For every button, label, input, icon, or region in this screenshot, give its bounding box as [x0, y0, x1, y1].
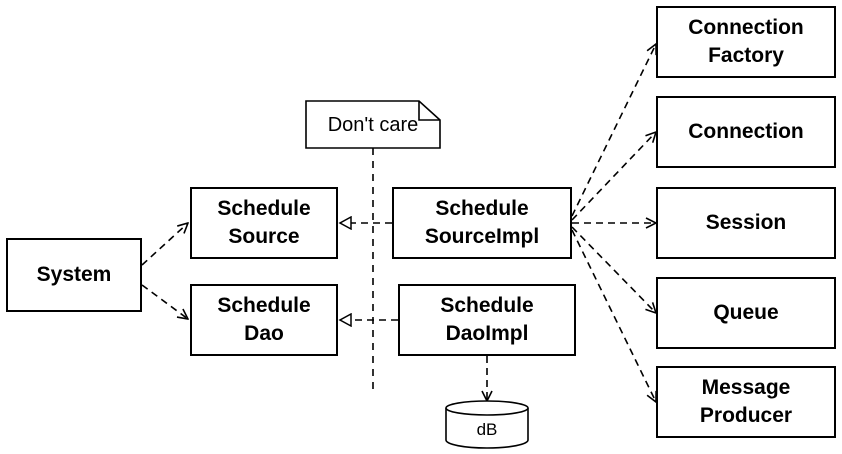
system-to-schedule-dao-arrow — [141, 284, 188, 319]
schedule-source-box: Schedule Source — [190, 187, 338, 259]
schedule-source-impl-box: Schedule SourceImpl — [392, 187, 572, 259]
source-impl-to-connection-arrow — [571, 132, 656, 221]
session-label: Session — [705, 211, 787, 234]
schedule-source-impl-label: Schedule SourceImpl — [424, 197, 540, 248]
schedule-dao-box: Schedule Dao — [190, 284, 338, 356]
system-label: System — [36, 263, 112, 286]
queue-label: Queue — [713, 301, 779, 324]
system-to-schedule-source-arrow — [141, 223, 188, 266]
message-producer-box: Message Producer — [656, 366, 836, 438]
schedule-source-label: Schedule Source — [217, 197, 311, 248]
session-box: Session — [656, 187, 836, 259]
schedule-dao-impl-box: Schedule DaoImpl — [398, 284, 576, 356]
dont-care-note-text: Don't care — [327, 114, 419, 136]
schedule-dao-label: Schedule Dao — [217, 294, 311, 345]
queue-box: Queue — [656, 277, 836, 349]
database-cylinder-icon — [445, 400, 529, 449]
source-impl-to-queue-arrow — [571, 226, 656, 313]
connection-factory-box: Connection Factory — [656, 6, 836, 78]
system-box: System — [6, 238, 142, 312]
connection-label: Connection — [688, 120, 804, 143]
source-impl-to-connection-factory-arrow — [571, 44, 656, 217]
message-producer-label: Message Producer — [699, 376, 793, 427]
connection-factory-label: Connection Factory — [688, 16, 804, 67]
schedule-dao-impl-label: Schedule DaoImpl — [440, 294, 534, 345]
connection-box: Connection — [656, 96, 836, 168]
source-impl-to-message-producer-arrow — [571, 229, 656, 402]
dont-care-note-shape — [305, 100, 441, 149]
database-label: dB — [476, 420, 498, 439]
